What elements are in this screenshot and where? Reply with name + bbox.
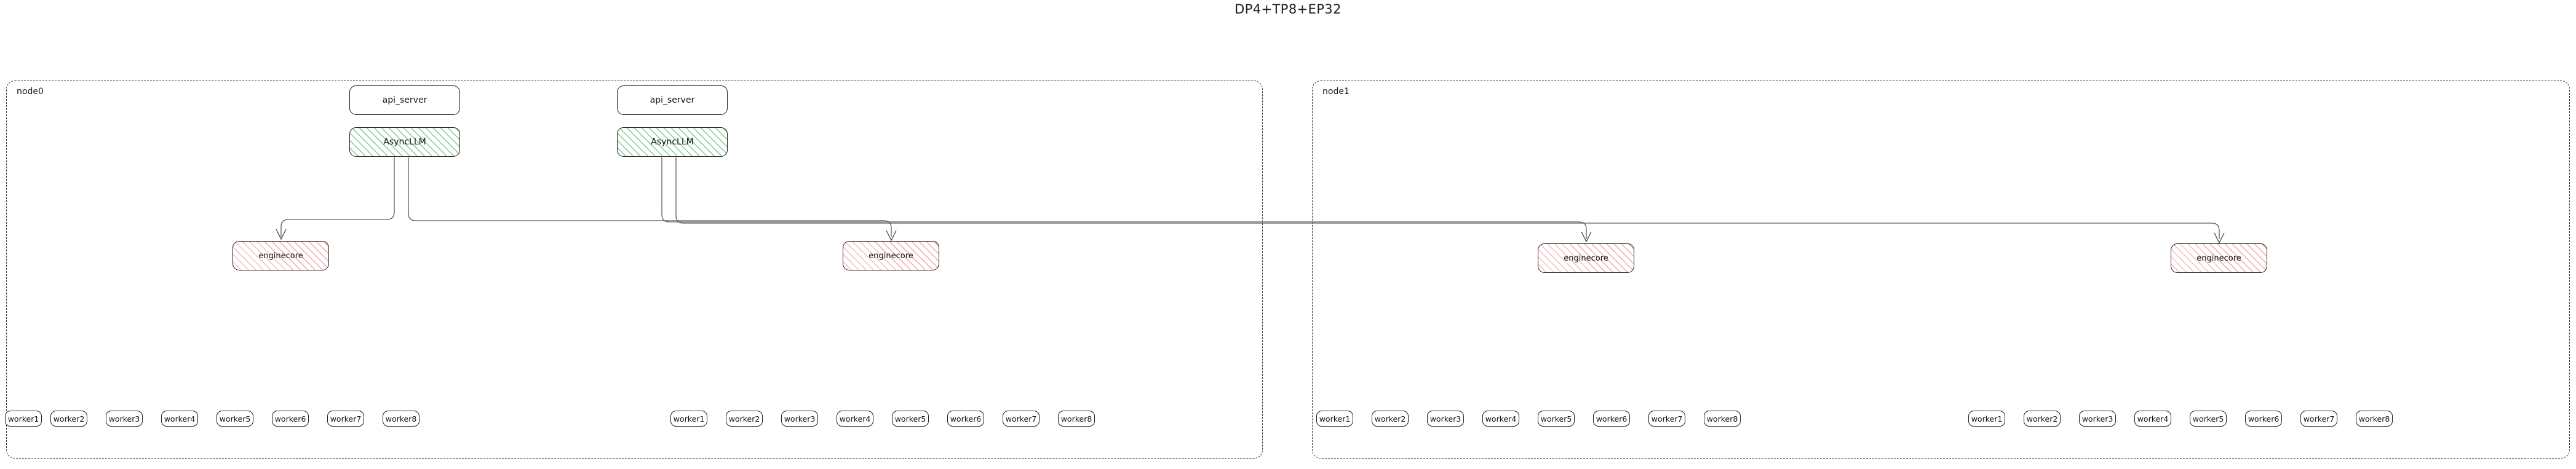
worker-node-0-0[interactable]: worker1 [5,411,42,427]
worker-node-0-6[interactable]: worker7 [327,411,364,427]
worker-node-2-7[interactable]: worker8 [1704,411,1741,427]
worker-node-0-5[interactable]: worker6 [272,411,309,427]
worker-node-1-2[interactable]: worker3 [781,411,818,427]
worker-node-0-1[interactable]: worker2 [50,411,87,427]
worker-node-1-5[interactable]: worker6 [947,411,984,427]
worker-node-0-4[interactable]: worker5 [217,411,253,427]
enginecore-node-3[interactable]: enginecore [2171,243,2267,273]
enginecore-node-0[interactable]: enginecore [233,241,329,270]
api-server-node-1[interactable]: api_server [617,85,728,115]
worker-node-1-6[interactable]: worker7 [1003,411,1040,427]
worker-node-1-4[interactable]: worker5 [892,411,929,427]
worker-node-2-1[interactable]: worker2 [1372,411,1409,427]
worker-node-3-7[interactable]: worker8 [2356,411,2393,427]
worker-node-3-4[interactable]: worker5 [2190,411,2227,427]
api-server-node-0[interactable]: api_server [349,85,460,115]
worker-node-2-2[interactable]: worker3 [1427,411,1464,427]
worker-node-0-7[interactable]: worker8 [383,411,419,427]
cluster-label-node1: node1 [1322,87,1350,97]
enginecore-node-1[interactable]: enginecore [843,241,939,270]
worker-node-2-3[interactable]: worker4 [1482,411,1519,427]
worker-node-1-7[interactable]: worker8 [1058,411,1095,427]
worker-node-2-5[interactable]: worker6 [1593,411,1630,427]
worker-node-3-6[interactable]: worker7 [2300,411,2337,427]
worker-node-3-2[interactable]: worker3 [2079,411,2116,427]
worker-node-3-1[interactable]: worker2 [2024,411,2061,427]
worker-node-0-3[interactable]: worker4 [161,411,198,427]
worker-node-1-1[interactable]: worker2 [726,411,763,427]
worker-node-3-0[interactable]: worker1 [1968,411,2005,427]
cluster-node0: node0 [6,81,1263,459]
asyncllm-node-1[interactable]: AsyncLLM [617,127,728,157]
cluster-label-node0: node0 [17,87,44,97]
worker-node-0-2[interactable]: worker3 [106,411,143,427]
worker-node-1-3[interactable]: worker4 [837,411,873,427]
worker-node-2-6[interactable]: worker7 [1648,411,1685,427]
enginecore-node-2[interactable]: enginecore [1538,243,1634,273]
worker-node-3-5[interactable]: worker6 [2245,411,2282,427]
page-title: DP4+TP8+EP32 [1234,2,1342,17]
worker-node-3-3[interactable]: worker4 [2134,411,2171,427]
worker-node-2-4[interactable]: worker5 [1538,411,1575,427]
asyncllm-node-0[interactable]: AsyncLLM [349,127,460,157]
worker-node-2-0[interactable]: worker1 [1316,411,1353,427]
cluster-node1: node1 [1312,81,2570,459]
worker-node-1-0[interactable]: worker1 [670,411,707,427]
